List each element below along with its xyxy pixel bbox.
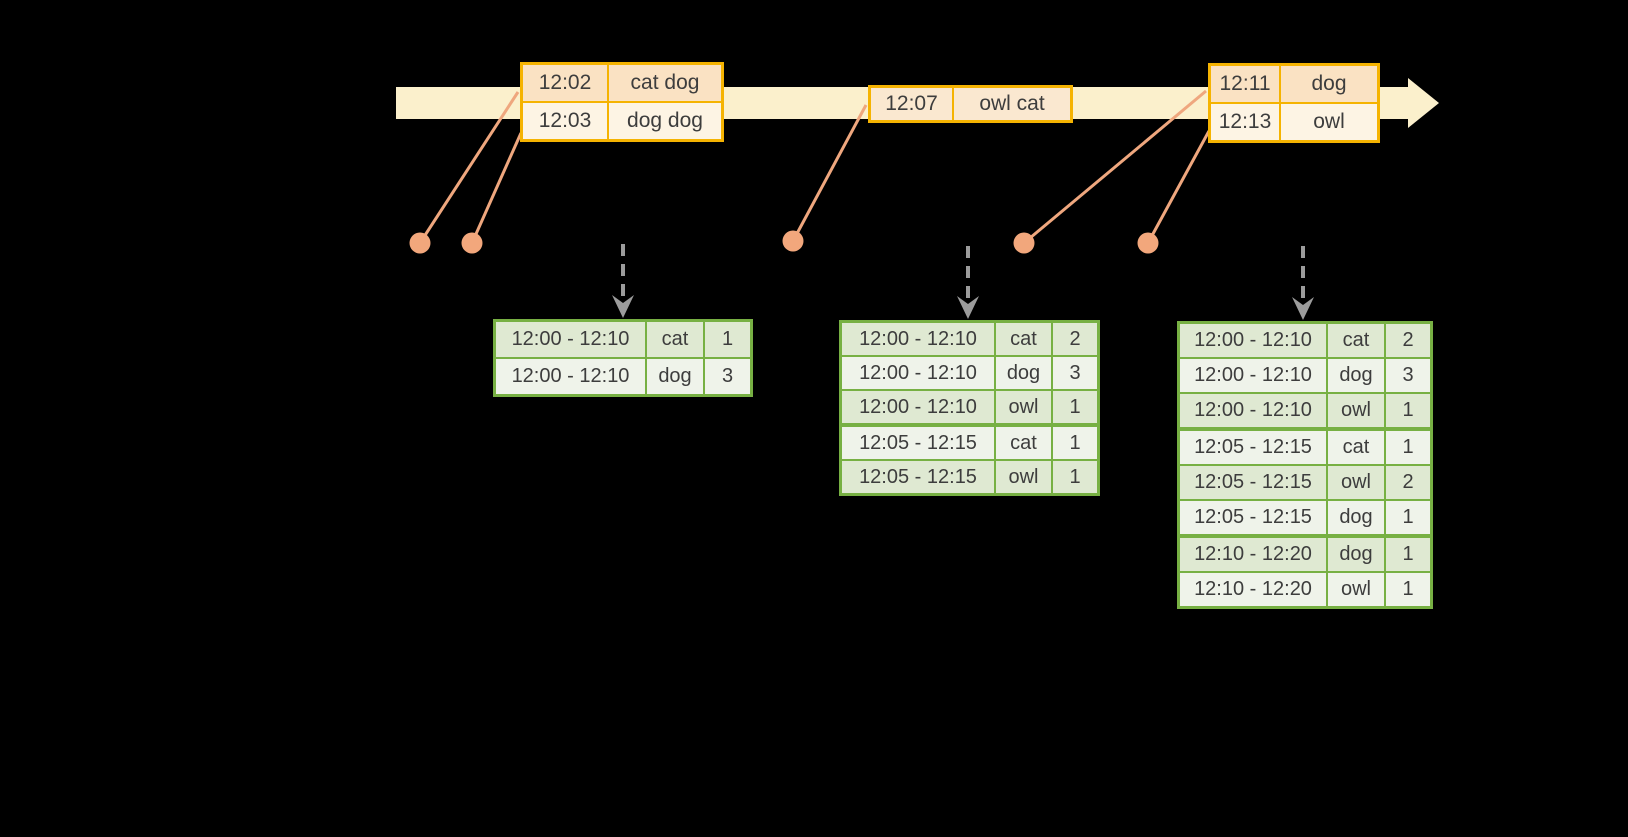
word-cell: cat: [994, 320, 1053, 357]
event-words-cell: owl: [1279, 102, 1380, 143]
event-dot: [1013, 232, 1035, 254]
window-cell: 12:00 - 12:10: [1177, 357, 1328, 394]
count-cell: 3: [1384, 357, 1433, 394]
count-cell: 1: [1051, 389, 1100, 426]
window-cell: 12:05 - 12:15: [1177, 427, 1328, 466]
word-cell: owl: [994, 459, 1053, 496]
word-cell: dog: [1326, 499, 1386, 537]
event-time-cell: 12:11: [1208, 63, 1281, 104]
event-connector-line: [470, 132, 523, 244]
word-cell: cat: [994, 423, 1053, 461]
window-cell: 12:10 - 12:20: [1177, 534, 1328, 573]
event-words-cell: dog: [1279, 63, 1380, 104]
count-cell: 3: [1051, 355, 1100, 391]
window-cell: 12:10 - 12:20: [1177, 571, 1328, 609]
word-cell: owl: [994, 389, 1053, 426]
word-cell: owl: [1326, 392, 1386, 430]
event-connector-line: [1146, 130, 1211, 244]
count-cell: 2: [1384, 464, 1433, 501]
word-cell: cat: [645, 319, 705, 359]
word-cell: dog: [994, 355, 1053, 391]
window-cell: 12:00 - 12:10: [493, 357, 647, 397]
trigger-arrowhead-icon: [1292, 297, 1314, 320]
count-cell: 3: [703, 357, 753, 397]
window-cell: 12:05 - 12:15: [1177, 499, 1328, 537]
window-cell: 12:00 - 12:10: [839, 355, 996, 391]
window-cell: 12:05 - 12:15: [839, 423, 996, 461]
event-words-cell: dog dog: [607, 101, 724, 142]
word-cell: owl: [1326, 464, 1386, 501]
count-cell: 1: [1384, 427, 1433, 466]
word-cell: dog: [1326, 357, 1386, 394]
event-dot: [409, 232, 431, 254]
event-time-cell: 12:13: [1208, 102, 1281, 143]
event-words-cell: owl cat: [952, 85, 1073, 123]
trigger-arrowhead-icon: [957, 296, 979, 319]
count-cell: 1: [1384, 571, 1433, 609]
event-connector-line: [418, 91, 520, 244]
event-dot: [782, 230, 804, 252]
timeline-arrowhead-icon: [1408, 78, 1439, 128]
window-cell: 12:05 - 12:15: [839, 459, 996, 496]
window-cell: 12:00 - 12:10: [839, 389, 996, 426]
event-time-cell: 12:07: [868, 85, 954, 123]
event-time-cell: 12:03: [520, 101, 609, 142]
trigger-arrowhead-icon: [612, 295, 634, 318]
event-connector-line: [1023, 89, 1207, 245]
count-cell: 1: [1384, 534, 1433, 573]
window-cell: 12:00 - 12:10: [1177, 321, 1328, 359]
event-connector-line: [791, 104, 868, 242]
count-cell: 2: [1384, 321, 1433, 359]
count-cell: 1: [1051, 423, 1100, 461]
window-cell: 12:00 - 12:10: [839, 320, 996, 357]
window-cell: 12:00 - 12:10: [493, 319, 647, 359]
count-cell: 1: [1051, 459, 1100, 496]
word-cell: dog: [1326, 534, 1386, 573]
window-cell: 12:00 - 12:10: [1177, 392, 1328, 430]
window-cell: 12:05 - 12:15: [1177, 464, 1328, 501]
count-cell: 1: [1384, 499, 1433, 537]
count-cell: 1: [703, 319, 753, 359]
word-cell: owl: [1326, 571, 1386, 609]
event-dot: [461, 232, 483, 254]
count-cell: 2: [1051, 320, 1100, 357]
event-dot: [1137, 232, 1159, 254]
event-time-cell: 12:02: [520, 62, 609, 103]
count-cell: 1: [1384, 392, 1433, 430]
event-words-cell: cat dog: [607, 62, 724, 103]
word-cell: dog: [645, 357, 705, 397]
word-cell: cat: [1326, 427, 1386, 466]
word-cell: cat: [1326, 321, 1386, 359]
